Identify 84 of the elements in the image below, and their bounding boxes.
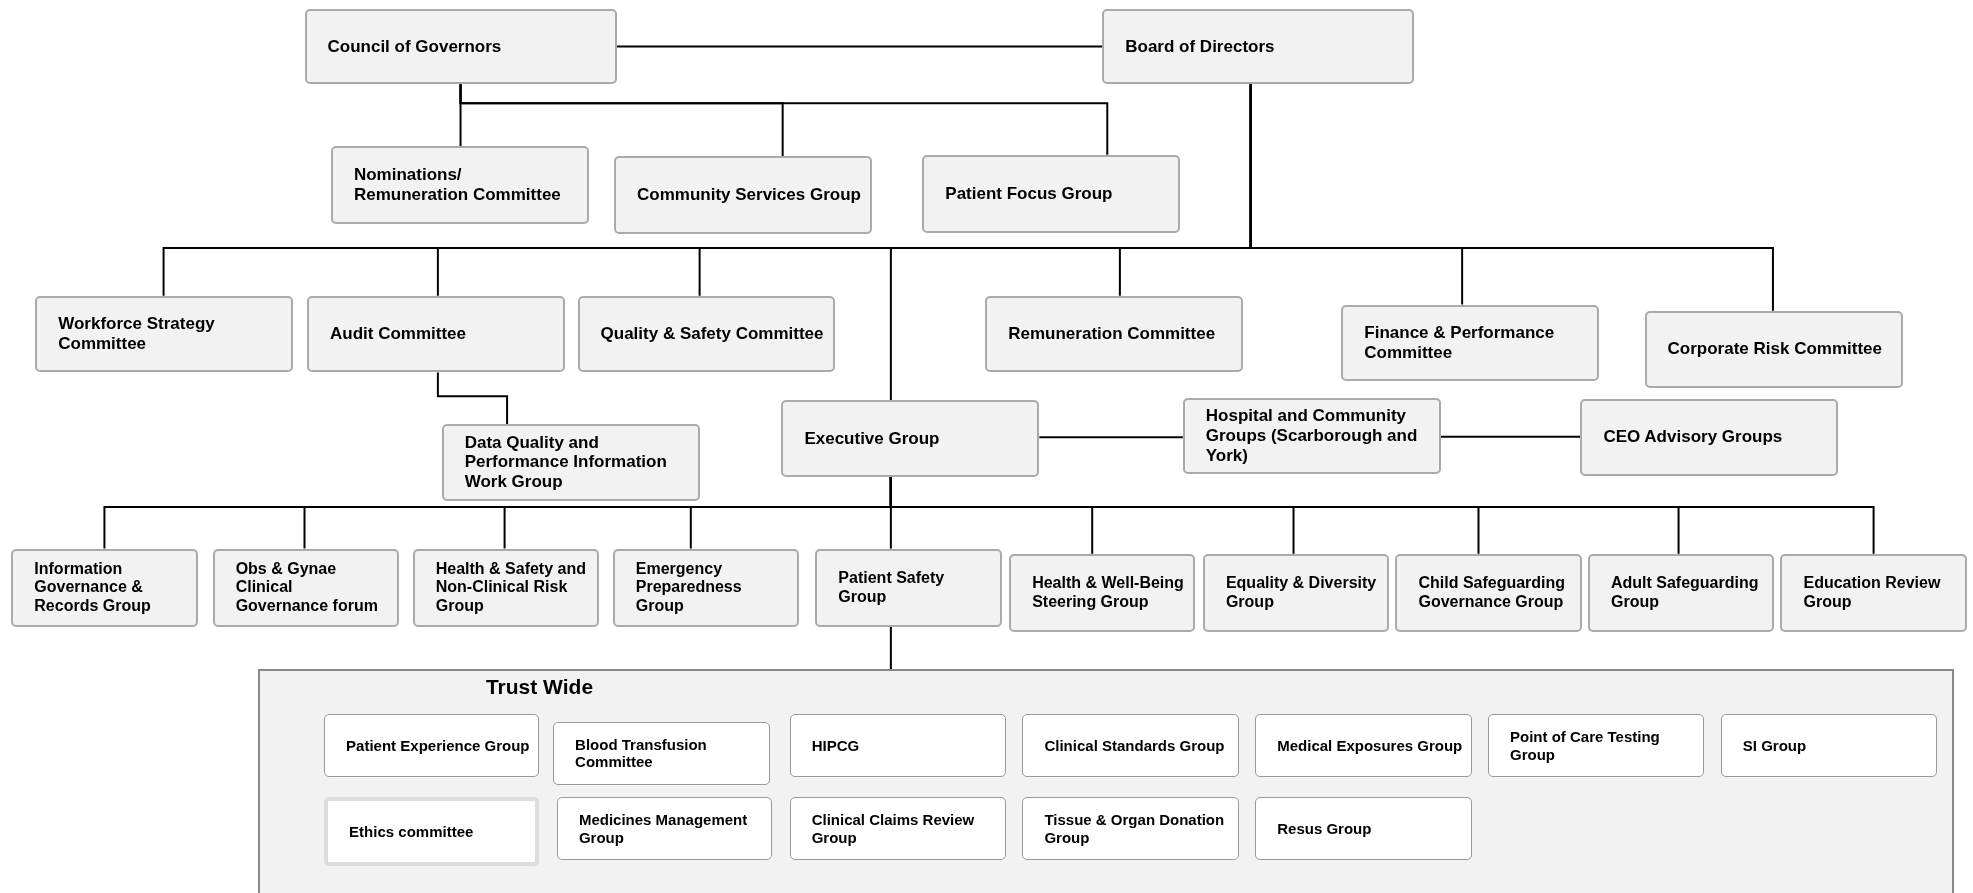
- box-label: Point of Care Testing Group: [1510, 728, 1661, 764]
- org-box: [35, 295, 294, 373]
- org-box: [985, 295, 1244, 373]
- box-label: Tissue & Organ Donation Group: [1044, 811, 1226, 847]
- org-box: [577, 295, 836, 373]
- org-box: [1255, 797, 1472, 861]
- connector-line: [1439, 435, 1582, 438]
- org-box: [789, 714, 1007, 778]
- box-label: Community Services Group: [637, 185, 861, 205]
- box-label: Clinical Claims Review Group: [811, 811, 976, 847]
- box-label: SI Group: [1742, 736, 1807, 755]
- org-box: [441, 424, 700, 501]
- box-label: Patient Safety Group: [838, 568, 946, 607]
- org-box: [1587, 553, 1775, 632]
- box-label: Patient Experience Group: [346, 736, 530, 755]
- org-box: [1780, 553, 1967, 632]
- box-label: Resus Group: [1277, 819, 1372, 838]
- box-label: Adult Safeguarding Group: [1610, 573, 1760, 612]
- org-box: [1255, 714, 1472, 778]
- connector-line: [889, 475, 1875, 555]
- org-box: [1395, 553, 1582, 632]
- org-box: [1182, 397, 1441, 475]
- org-box: [1202, 553, 1390, 632]
- box-label: Education Review Group: [1803, 573, 1942, 612]
- org-box: [1022, 797, 1239, 861]
- org-box: [815, 548, 1002, 627]
- org-box: [1341, 304, 1600, 382]
- box-label: Health & Well-Being Steering Group: [1032, 573, 1185, 612]
- org-box: [789, 797, 1007, 861]
- box-label: Equality & Diversity Group: [1225, 573, 1378, 612]
- box-label: Health & Safety and Non-Clinical Risk Group: [435, 559, 587, 616]
- org-box: [11, 548, 198, 627]
- box-label: Data Quality and Performance Information Work Group: [464, 432, 668, 493]
- box-label: Finance & Performance Committee: [1364, 323, 1556, 363]
- connector-line: [889, 625, 892, 671]
- org-box: [330, 145, 589, 224]
- org-box: [212, 548, 399, 627]
- org-box: [1644, 310, 1903, 388]
- connector-line: [1038, 436, 1184, 439]
- box-label: Quality & Safety Committee: [600, 324, 824, 344]
- org-box: [324, 797, 540, 867]
- box-label: Board of Directors: [1125, 36, 1275, 57]
- group-panel: [257, 669, 1955, 893]
- panel-heading: Trust Wide: [485, 675, 594, 700]
- box-label: Information Governance & Records Group: [34, 559, 152, 616]
- box-label: Emergency Preparedness Group: [635, 559, 743, 616]
- box-label: Hospital and Community Groups (Scarborough and York): [1205, 406, 1419, 466]
- org-box: [307, 295, 565, 373]
- org-box: [614, 156, 872, 234]
- box-label: Ethics committee: [349, 823, 474, 841]
- org-box: [1102, 8, 1415, 85]
- box-label: Medicines Management Group: [578, 811, 749, 847]
- org-box: [1488, 714, 1705, 778]
- connector-line: [1249, 83, 1774, 312]
- box-label: Blood Transfusion Committee: [575, 735, 708, 771]
- org-box: [1580, 398, 1839, 476]
- box-label: Workforce Strategy Committee: [58, 314, 216, 354]
- org-box: [922, 154, 1181, 233]
- box-label: Remuneration Committee: [1008, 324, 1216, 344]
- org-box: [612, 548, 799, 627]
- box-label: Obs & Gynae Clinical Governance forum: [235, 559, 379, 616]
- box-label: CEO Advisory Groups: [1603, 427, 1783, 448]
- org-box: [324, 714, 540, 778]
- box-label: HIPCG: [811, 736, 860, 755]
- box-label: Audit Committee: [330, 324, 466, 344]
- org-box: [304, 8, 617, 85]
- org-box: [412, 548, 599, 627]
- box-label: Patient Focus Group: [945, 183, 1113, 204]
- box-label: Nominations/ Remuneration Committee: [353, 165, 562, 205]
- box-label: Medical Exposures Group: [1277, 736, 1463, 755]
- box-label: Clinical Standards Group: [1044, 736, 1225, 755]
- box-label: Executive Group: [804, 428, 940, 449]
- org-box: [781, 400, 1040, 477]
- connector-line: [436, 371, 509, 426]
- org-box: [1720, 714, 1938, 778]
- box-label: Council of Governors: [327, 36, 502, 57]
- org-box: [1009, 553, 1196, 632]
- org-box: [553, 721, 770, 785]
- box-label: Corporate Risk Committee: [1667, 339, 1882, 360]
- box-label: Child Safeguarding Governance Group: [1418, 573, 1567, 612]
- org-box: [1022, 714, 1239, 778]
- connector-line: [459, 83, 1109, 156]
- org-box: [556, 797, 773, 861]
- connector-line: [615, 45, 1104, 48]
